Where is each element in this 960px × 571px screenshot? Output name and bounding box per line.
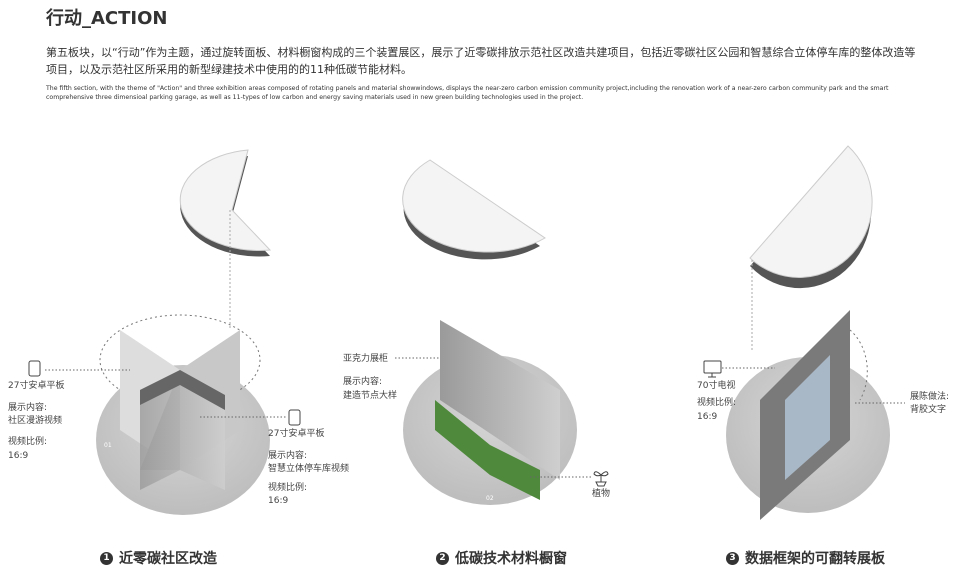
tag-02: 02 [486,495,494,502]
label-content-b: 展示内容: [268,451,308,461]
label-method: 展陈做法: [910,392,950,402]
value-ratio: 16:9 [697,412,718,422]
caption-number: 1 [100,551,113,565]
disc-half-3 [749,145,873,289]
tag-01: 01 [104,442,112,449]
intro-chinese: 第五板块，以“行动”作为主题，通过旋转面板、材料橱窗构成的三个装置展区，展示了近… [46,46,916,76]
label-plant: 植物 [592,489,611,499]
tv-icon [703,360,722,378]
label-content-a: 展示内容: [8,403,48,413]
caption-2: 2 低碳技术材料橱窗 [436,548,567,568]
caption-number: 2 [436,551,449,565]
label-content: 展示内容: [343,377,383,387]
tablet-icon [288,409,301,426]
value-content-b: 智慧立体停车库视频 [268,464,350,474]
label-cabinet: 亚克力展柜 [343,354,389,364]
page-title: 行动_ACTION [46,8,168,29]
label-tablet-a: 27寸安卓平板 [8,381,65,391]
label-ratio: 视频比例: [697,398,737,408]
plant-icon [593,471,609,487]
disc-half-2 [402,159,546,260]
caption-3: 3 数据框架的可翻转展板 [726,548,885,568]
label-ratio-b: 视频比例: [268,483,308,493]
caption-text: 数据框架的可翻转展板 [745,551,885,567]
disc-pacman-1 [179,149,272,257]
label-ratio-a: 视频比例: [8,437,48,447]
value-method: 背胶文字 [910,405,947,415]
caption-text: 低碳技术材料橱窗 [455,551,567,567]
value-content-a: 社区漫游视频 [8,416,63,426]
value-ratio-a: 16:9 [8,451,29,461]
caption-number: 3 [726,551,739,565]
label-tablet-b: 27寸安卓平板 [268,429,325,439]
caption-1: 1 近零碳社区改造 [100,548,217,568]
value-ratio-b: 16:9 [268,496,289,506]
caption-text: 近零碳社区改造 [119,551,217,567]
intro-english: The fifth section, with the theme of "Ac… [46,85,889,101]
value-content: 建造节点大样 [343,391,398,401]
tablet-icon [28,360,41,377]
label-tv: 70寸电视 [697,381,736,391]
